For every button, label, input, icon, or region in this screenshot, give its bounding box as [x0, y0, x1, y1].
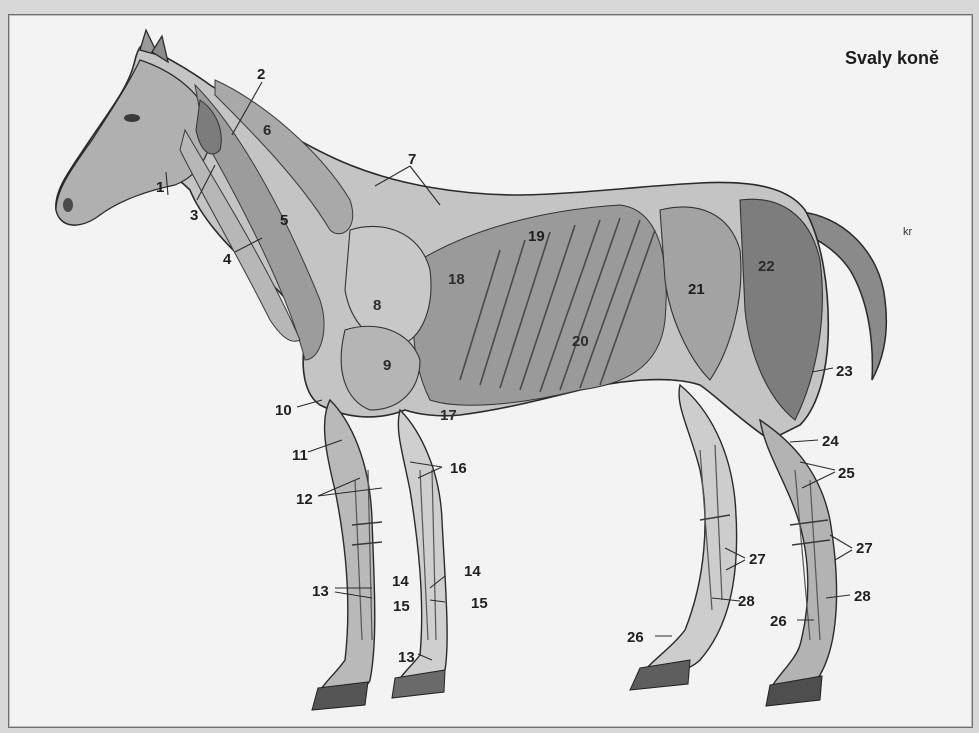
label-25: 25 [838, 465, 855, 482]
front-leg-far [395, 410, 447, 690]
hind-leg-near [760, 420, 837, 692]
diagram-title: Svaly koně [845, 48, 939, 69]
label-21: 21 [688, 281, 705, 298]
hind-hoof-far [630, 660, 690, 690]
hind-hoof-near [766, 676, 822, 706]
signature-mark: kr [903, 226, 912, 238]
horse-nostril [63, 198, 73, 212]
label-19: 19 [528, 228, 545, 245]
label-9: 9 [383, 357, 391, 374]
label-6: 6 [263, 122, 271, 139]
label-20: 20 [572, 333, 589, 350]
label-11: 11 [292, 447, 308, 464]
label-26: 26 [627, 629, 644, 646]
label-12: 12 [296, 491, 313, 508]
label-7: 7 [408, 151, 416, 168]
label-2: 2 [257, 66, 265, 83]
label-3: 3 [190, 207, 198, 224]
label-17: 17 [440, 407, 457, 424]
label-26-b: 26 [770, 613, 787, 630]
label-4: 4 [223, 251, 232, 268]
front-hoof-far [392, 670, 445, 698]
label-24: 24 [822, 433, 839, 450]
label-16: 16 [450, 460, 467, 477]
label-27: 27 [749, 551, 766, 568]
front-hoof-near [312, 682, 368, 710]
hind-leg-far [640, 385, 737, 678]
label-15-b: 15 [471, 595, 488, 612]
label-14-b: 14 [464, 563, 481, 580]
label-14: 14 [392, 573, 409, 590]
label-28: 28 [738, 593, 755, 610]
label-27-b: 27 [856, 540, 873, 557]
label-28-b: 28 [854, 588, 871, 605]
label-1: 1 [156, 179, 164, 196]
label-5: 5 [280, 212, 288, 229]
label-8: 8 [373, 297, 381, 314]
horse-eye [124, 114, 140, 122]
label-13: 13 [312, 583, 329, 600]
label-18: 18 [448, 271, 465, 288]
label-13-b: 13 [398, 649, 415, 666]
label-15: 15 [393, 598, 410, 615]
label-10: 10 [275, 402, 292, 419]
label-22: 22 [758, 258, 775, 275]
label-23: 23 [836, 363, 853, 380]
